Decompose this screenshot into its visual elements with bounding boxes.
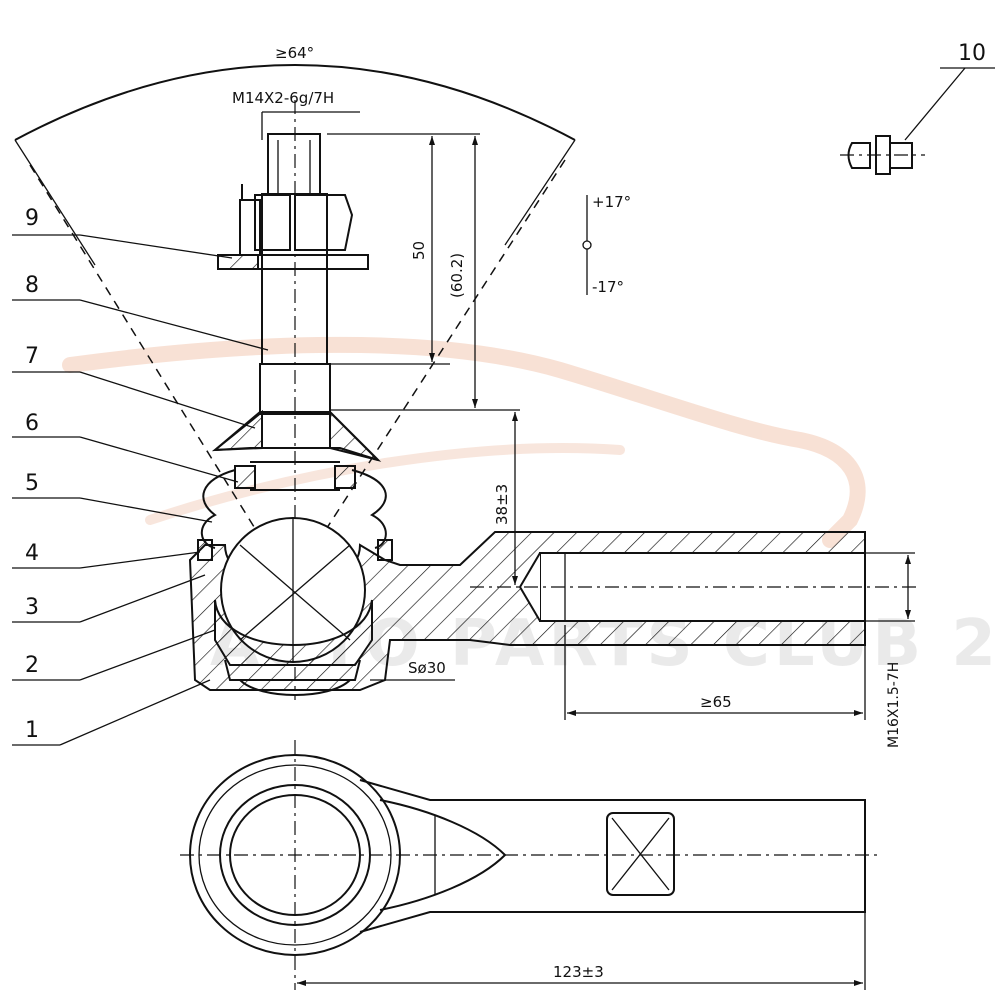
- stud-length-dims: [327, 133, 520, 411]
- watermark-car: [62, 336, 866, 548]
- grease-fitting: [840, 67, 995, 175]
- ball-socket: [214, 517, 373, 696]
- sphere-label: Sø30: [408, 659, 446, 677]
- tilt-indicator: [582, 195, 592, 295]
- inner-thread-dim: [865, 552, 915, 622]
- callout-10: 10: [958, 41, 986, 66]
- callout-1: 1: [25, 718, 39, 743]
- depth-dim: [564, 625, 866, 720]
- callout-6: 6: [25, 411, 39, 436]
- thread-label: M14X2-6g/7H: [232, 89, 334, 107]
- callout-5: 5: [25, 471, 39, 496]
- overall-length-label: 123±3: [553, 963, 604, 981]
- angle-label: ≥64°: [275, 44, 314, 62]
- callout-3: 3: [25, 595, 39, 620]
- length-60-2: (60.2): [448, 253, 466, 298]
- castle-nut: [217, 184, 369, 270]
- height-label: 38±3: [493, 484, 511, 525]
- callout-9: 9: [25, 206, 39, 231]
- inner-thread-label: M16X1.5-7H: [886, 662, 902, 748]
- tilt-up-label: +17°: [592, 193, 631, 211]
- plan-view: [180, 740, 880, 990]
- callout-7: 7: [25, 344, 39, 369]
- callout-leaders: [12, 234, 269, 746]
- depth-label: ≥65: [700, 693, 732, 711]
- length-50: 50: [410, 241, 428, 260]
- tilt-down-label: -17°: [592, 278, 624, 296]
- callout-8: 8: [25, 273, 39, 298]
- callout-4: 4: [25, 541, 39, 566]
- callout-2: 2: [25, 653, 39, 678]
- dust-cover-cone: [212, 409, 382, 462]
